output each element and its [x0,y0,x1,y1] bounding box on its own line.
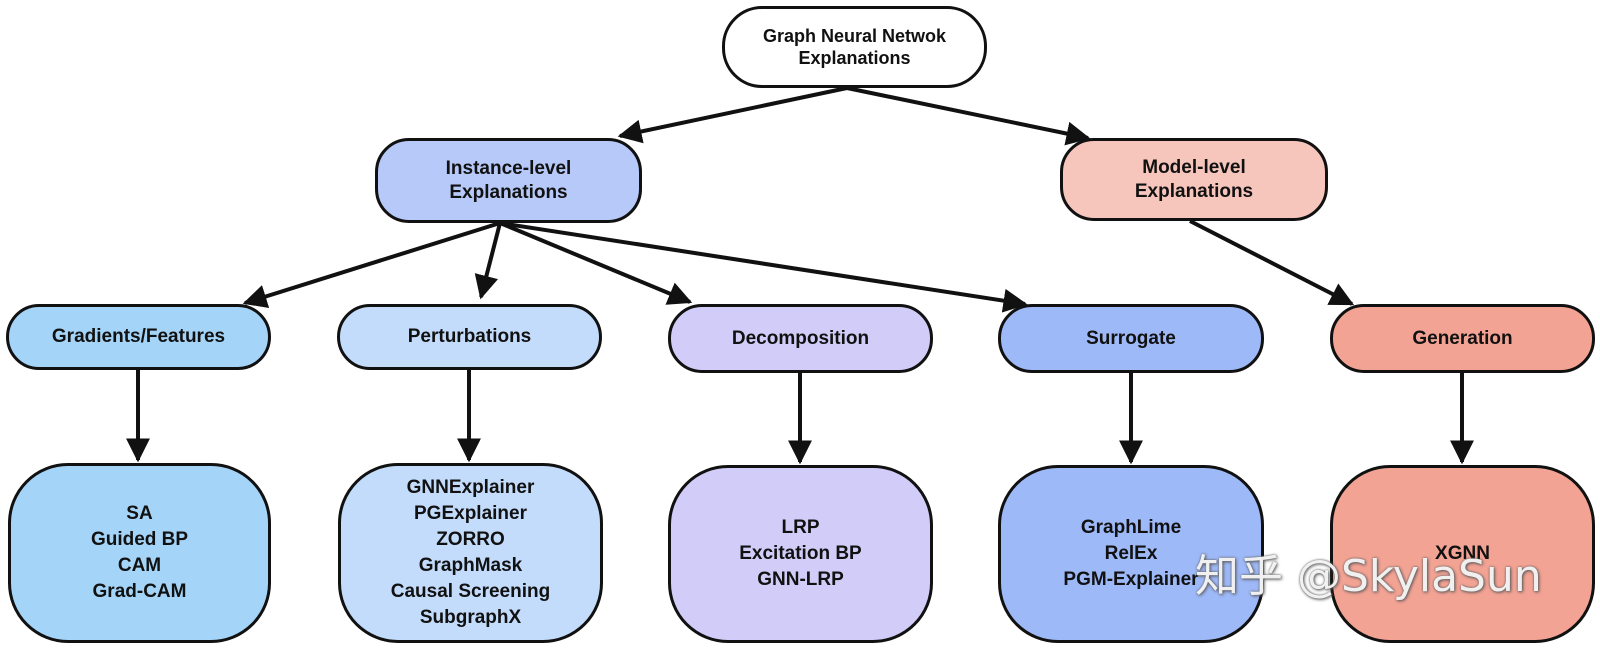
category-generation-label: Generation [1412,327,1513,349]
category-generation: Generation [1330,304,1595,373]
category-decomposition: Decomposition [668,304,933,373]
method-pgexplainer: PGExplainer [414,502,527,524]
method-xgnn: XGNN [1435,542,1490,564]
method-guided-bp: Guided BP [90,528,189,550]
model-level-node: Model-level Explanations [1060,138,1328,221]
method-relex: RelEx [1104,542,1158,564]
method-graphlime: GraphLime [1080,516,1182,538]
arrow-instance-to-surrogate [499,221,1028,313]
methods-gradients-box: SA Guided BP CAM Grad-CAM [8,463,271,643]
arrow-root-to-model [846,86,1091,146]
method-excitation-bp: Excitation BP [739,542,862,564]
method-graphmask: GraphMask [418,555,523,576]
category-surrogate-label: Surrogate [1086,327,1176,349]
arrow-instance-to-gradients [242,221,501,308]
arrow-instance-to-decomposition [499,221,693,305]
method-grad-cam: Grad-CAM [92,581,187,603]
category-perturbations-label: Perturbations [407,326,532,348]
arrow-instance-to-perturbations [474,222,502,300]
instance-level-node: Instance-level Explanations [375,138,642,223]
instance-level-line-2: Explanations [449,181,568,203]
category-gradients-features: Gradients/Features [6,304,271,370]
method-gnnexplainer: GNNExplainer [406,476,535,498]
methods-perturbations-box: GNNExplainer PGExplainer ZORRO GraphMask… [338,463,603,643]
root-node: Graph Neural Netwok Explanations [722,6,987,88]
methods-surrogate-box: GraphLime RelEx PGM-Explainer [998,465,1264,643]
category-gradients-label: Gradients/Features [51,326,226,348]
method-lrp: LRP [781,516,820,538]
root-title-line-2: Explanations [798,48,911,68]
method-sa: SA [126,502,153,524]
arrow-root-to-instance [617,86,848,144]
arrow-model-to-generation [1189,219,1355,306]
method-pgm-explainer: PGM-Explainer [1063,569,1199,590]
root-title-line-1: Graph Neural Netwok [762,25,947,46]
instance-level-line-1: Instance-level [445,157,572,179]
method-causal-screening: Causal Screening [390,581,551,603]
method-subgraphx: SubgraphX [419,607,522,629]
category-surrogate: Surrogate [998,304,1264,373]
category-perturbations: Perturbations [337,304,602,370]
model-level-line-1: Model-level [1142,156,1246,178]
watermark-text: 知乎 @SkylaSun [1195,551,1542,602]
method-gnn-lrp: GNN-LRP [757,569,844,590]
model-level-line-2: Explanations [1134,180,1254,202]
category-decomposition-label: Decomposition [731,327,870,349]
method-zorro: ZORRO [436,528,505,550]
methods-decomposition-box: LRP Excitation BP GNN-LRP [668,465,933,643]
method-cam: CAM [117,555,162,576]
methods-generation-box: XGNN [1330,465,1595,643]
